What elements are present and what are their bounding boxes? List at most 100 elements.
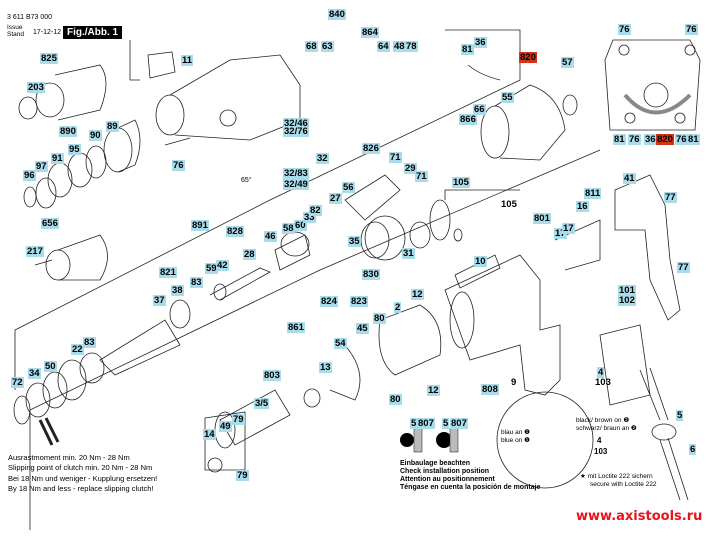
part-label[interactable]: 32/83 [283,168,309,179]
part-label[interactable]: 5 [442,418,450,429]
part-label[interactable]: 80 [373,313,386,324]
part-label[interactable]: 57 [561,57,574,68]
part-label[interactable]: 217 [26,246,44,257]
part-label[interactable]: 861 [287,322,305,333]
part-label[interactable]: 78 [405,41,418,52]
part-label[interactable]: 656 [41,218,59,229]
part-label[interactable]: 824 [320,296,338,307]
part-label[interactable]: 76 [675,134,688,145]
part-label[interactable]: 17 [554,228,567,239]
part-label[interactable]: 83 [83,337,96,348]
part-label[interactable]: 16 [576,201,589,212]
part-label[interactable]: 101 [618,285,636,296]
part-label[interactable]: 807 [417,418,435,429]
part-label[interactable]: 71 [389,152,402,163]
part-label[interactable]: 81 [613,134,626,145]
part-label[interactable]: 821 [159,267,177,278]
part-label[interactable]: 891 [191,220,209,231]
part-label[interactable]: 27 [329,193,342,204]
part-label[interactable]: 66 [473,104,486,115]
part-label[interactable]: 105 [452,177,470,188]
part-label[interactable]: 77 [677,262,690,273]
part-label[interactable]: 81 [461,44,474,55]
part-label[interactable]: 38 [171,285,184,296]
part-label[interactable]: 42 [216,260,229,271]
part-label[interactable]: 12 [411,289,424,300]
part-label[interactable]: 807 [450,418,468,429]
part-label[interactable]: 54 [334,338,347,349]
part-label[interactable]: 58 [282,223,295,234]
part-label[interactable]: 13 [319,362,332,373]
part-label[interactable]: 63 [321,41,334,52]
part-label[interactable]: 105 [501,199,517,210]
part-label[interactable]: 91 [51,153,64,164]
part-label[interactable]: 102 [618,295,636,306]
part-label[interactable]: 12 [427,385,440,396]
part-label[interactable]: 5 [410,418,418,429]
part-label-highlighted[interactable]: 820 [519,52,537,63]
part-label[interactable]: 6 [689,444,697,455]
part-label[interactable]: 41 [623,173,636,184]
part-label[interactable]: 803 [263,370,281,381]
part-label[interactable]: 866 [459,114,477,125]
part-label[interactable]: 68 [305,41,318,52]
part-label[interactable]: 76 [685,24,698,35]
part-label[interactable]: 34 [28,368,41,379]
part-label[interactable]: 17 [562,223,575,234]
part-label[interactable]: 79 [236,470,249,481]
part-label[interactable]: 10 [474,256,487,267]
part-label[interactable]: 81 [687,134,700,145]
part-label[interactable]: 3/5 [254,398,270,409]
part-label[interactable]: 80 [389,394,402,405]
part-label[interactable]: 77 [664,192,677,203]
part-label[interactable]: 4 [597,367,605,378]
part-label[interactable]: 29 [404,163,417,174]
part-label[interactable]: 45 [356,323,369,334]
part-label[interactable]: 2 [394,302,402,313]
part-label[interactable]: 9 [511,377,517,388]
part-label[interactable]: 825 [40,53,58,64]
part-label[interactable]: 82 [309,205,322,216]
part-label[interactable]: 55 [501,92,514,103]
part-label[interactable]: 76 [172,160,185,171]
part-label[interactable]: 89 [106,121,119,132]
part-label[interactable]: 28 [243,249,256,260]
part-label[interactable]: 59 [205,263,218,274]
part-label[interactable]: 32/76 [283,126,309,137]
part-label[interactable]: 96 [23,170,36,181]
part-label[interactable]: 79 [232,414,245,425]
part-label[interactable]: 33 [303,212,316,223]
part-label[interactable]: 36 [474,37,487,48]
part-label[interactable]: 22 [71,344,84,355]
watermark-url[interactable]: www.axistools.ru [576,509,703,524]
part-label[interactable]: 36 [644,134,657,145]
part-label[interactable]: 840 [328,9,346,20]
part-label[interactable]: 890 [59,126,77,137]
part-label[interactable]: 830 [362,269,380,280]
part-label[interactable]: 46 [264,231,277,242]
part-label[interactable]: 35 [348,236,361,247]
part-label[interactable]: 32 [316,153,329,164]
part-label[interactable]: 32/46 [283,118,309,129]
part-label[interactable]: 31 [402,248,415,259]
part-label[interactable]: 72 [11,377,24,388]
part-label[interactable]: 11 [181,55,194,66]
part-label[interactable]: 32/49 [283,179,309,190]
part-label[interactable]: 48 [393,41,406,52]
part-label[interactable]: 64 [377,41,390,52]
part-label[interactable]: 50 [44,361,57,372]
part-label[interactable]: 76 [618,24,631,35]
part-label[interactable]: 56 [342,182,355,193]
part-label[interactable]: 71 [415,171,428,182]
part-label[interactable]: 76 [628,134,641,145]
part-label[interactable]: 811 [584,188,602,199]
part-label[interactable]: 864 [361,27,379,38]
part-label[interactable]: 826 [362,143,380,154]
part-label[interactable]: 60 [294,220,307,231]
part-label[interactable]: 14 [203,429,216,440]
part-label[interactable]: 83 [190,277,203,288]
part-label[interactable]: 823 [350,296,368,307]
part-label[interactable]: 801 [533,213,551,224]
part-label[interactable]: 203 [27,82,45,93]
part-label[interactable]: 90 [89,130,102,141]
